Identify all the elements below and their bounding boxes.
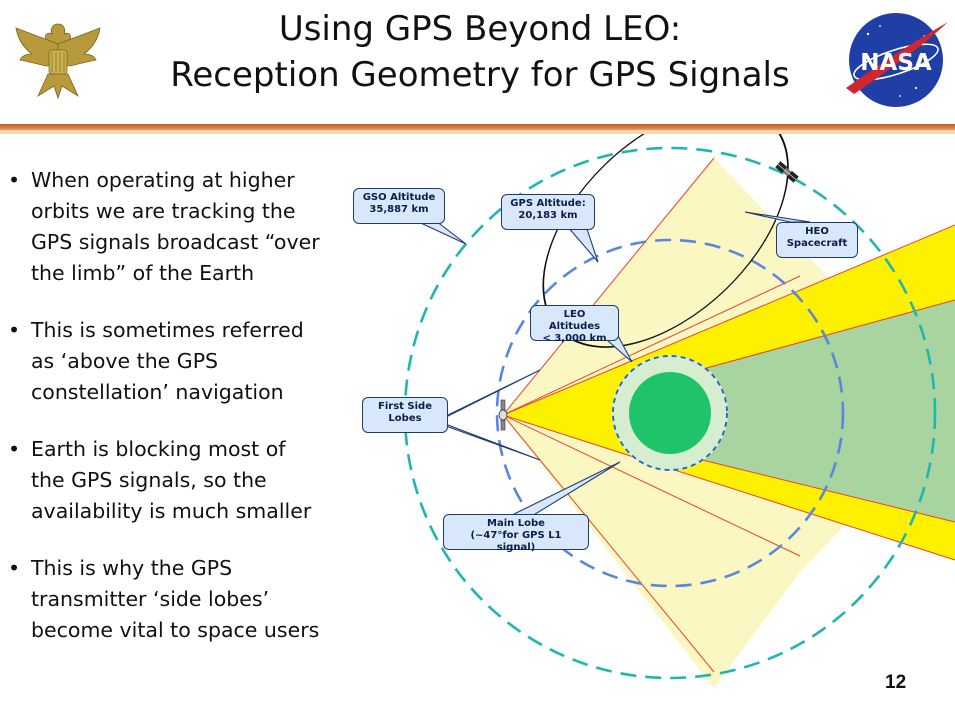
earth-shadow-region: [670, 300, 955, 522]
main-lobe-label: Main Lobe: [487, 518, 545, 529]
leo-orbit: [612, 355, 728, 471]
heo-spacecraft-icon: [775, 161, 799, 183]
bullet-item: • This is sometimes referred as ‘above t…: [0, 315, 345, 408]
lobe-edge-lines: [502, 157, 955, 673]
bullet-item: • Earth is blocking most of the GPS sign…: [0, 434, 345, 527]
heo-label-2: Spacecraft: [786, 238, 848, 249]
gso-value: 35,887 km: [369, 204, 429, 215]
leo-altitudes-callout: LEO Altitudes < 3,000 km: [530, 305, 619, 344]
bullet-line: This is sometimes referred: [31, 318, 304, 342]
main-lobe-detail: (~47°for GPS L1 signal): [470, 530, 562, 553]
bullet-list: • When operating at higher orbits we are…: [0, 165, 345, 672]
bullet-line: This is why the GPS: [31, 556, 233, 580]
bullet-line: as ‘above the GPS: [31, 349, 219, 373]
bullet-line: the GPS signals, so the: [31, 468, 267, 492]
bullet-line: orbits we are tracking the: [31, 199, 296, 223]
bullet-marker: •: [8, 318, 21, 342]
bullet-item: • When operating at higher orbits we are…: [0, 165, 345, 289]
bullet-line: GPS signals broadcast “over: [31, 230, 320, 254]
bullet-line: transmitter ‘side lobes’: [31, 587, 270, 611]
gps-value: 20,183 km: [518, 210, 578, 221]
bullet-line: constellation’ navigation: [31, 380, 284, 404]
reception-geometry-diagram: GSO Altitude 35,887 km GPS Altitude: 20,…: [340, 134, 955, 694]
bullet-line: become vital to space users: [31, 618, 320, 642]
leo-label: LEO Altitudes: [548, 309, 601, 332]
main-lobe-callout: Main Lobe (~47°for GPS L1 signal): [443, 514, 589, 553]
nasa-logo: NASA: [840, 4, 952, 112]
earth: [629, 372, 711, 454]
bullet-item: • This is why the GPS transmitter ‘side …: [0, 553, 345, 646]
side-lobes-label-2: Lobes: [388, 413, 422, 424]
title-divider: [0, 124, 955, 130]
gps-altitude-callout: GPS Altitude: 20,183 km: [501, 194, 595, 230]
bullet-marker: •: [8, 556, 21, 580]
gso-altitude-callout: GSO Altitude 35,887 km: [353, 188, 445, 224]
first-side-lobes-callout: First Side Lobes: [362, 397, 448, 433]
title-divider-highlight: [0, 130, 955, 134]
gps-label: GPS Altitude:: [510, 198, 586, 209]
bullet-line: the limb” of the Earth: [31, 261, 255, 285]
side-lobes-label: First Side: [378, 401, 432, 412]
nasa-wordmark: NASA: [860, 50, 932, 76]
bullet-line: Earth is blocking most of: [31, 437, 286, 461]
bullet-marker: •: [8, 437, 21, 461]
title-line-1: Using GPS Beyond LEO:: [278, 9, 682, 49]
heo-spacecraft-callout: HEO Spacecraft: [776, 222, 858, 258]
heo-label: HEO: [805, 226, 829, 237]
eagle-seal-logo: [8, 6, 108, 106]
page-number: 12: [885, 672, 907, 693]
bullet-marker: •: [8, 168, 21, 192]
title-line-2: Reception Geometry for GPS Signals: [170, 55, 790, 95]
gso-label: GSO Altitude: [362, 192, 436, 203]
bullet-line: availability is much smaller: [31, 499, 312, 523]
gps-satellite-icon: [498, 399, 508, 431]
leo-value: < 3,000 km: [542, 333, 607, 344]
bullet-line: When operating at higher: [31, 168, 295, 192]
slide-title: Using GPS Beyond LEO: Reception Geometry…: [120, 6, 840, 98]
gps-orbit: [495, 238, 845, 588]
